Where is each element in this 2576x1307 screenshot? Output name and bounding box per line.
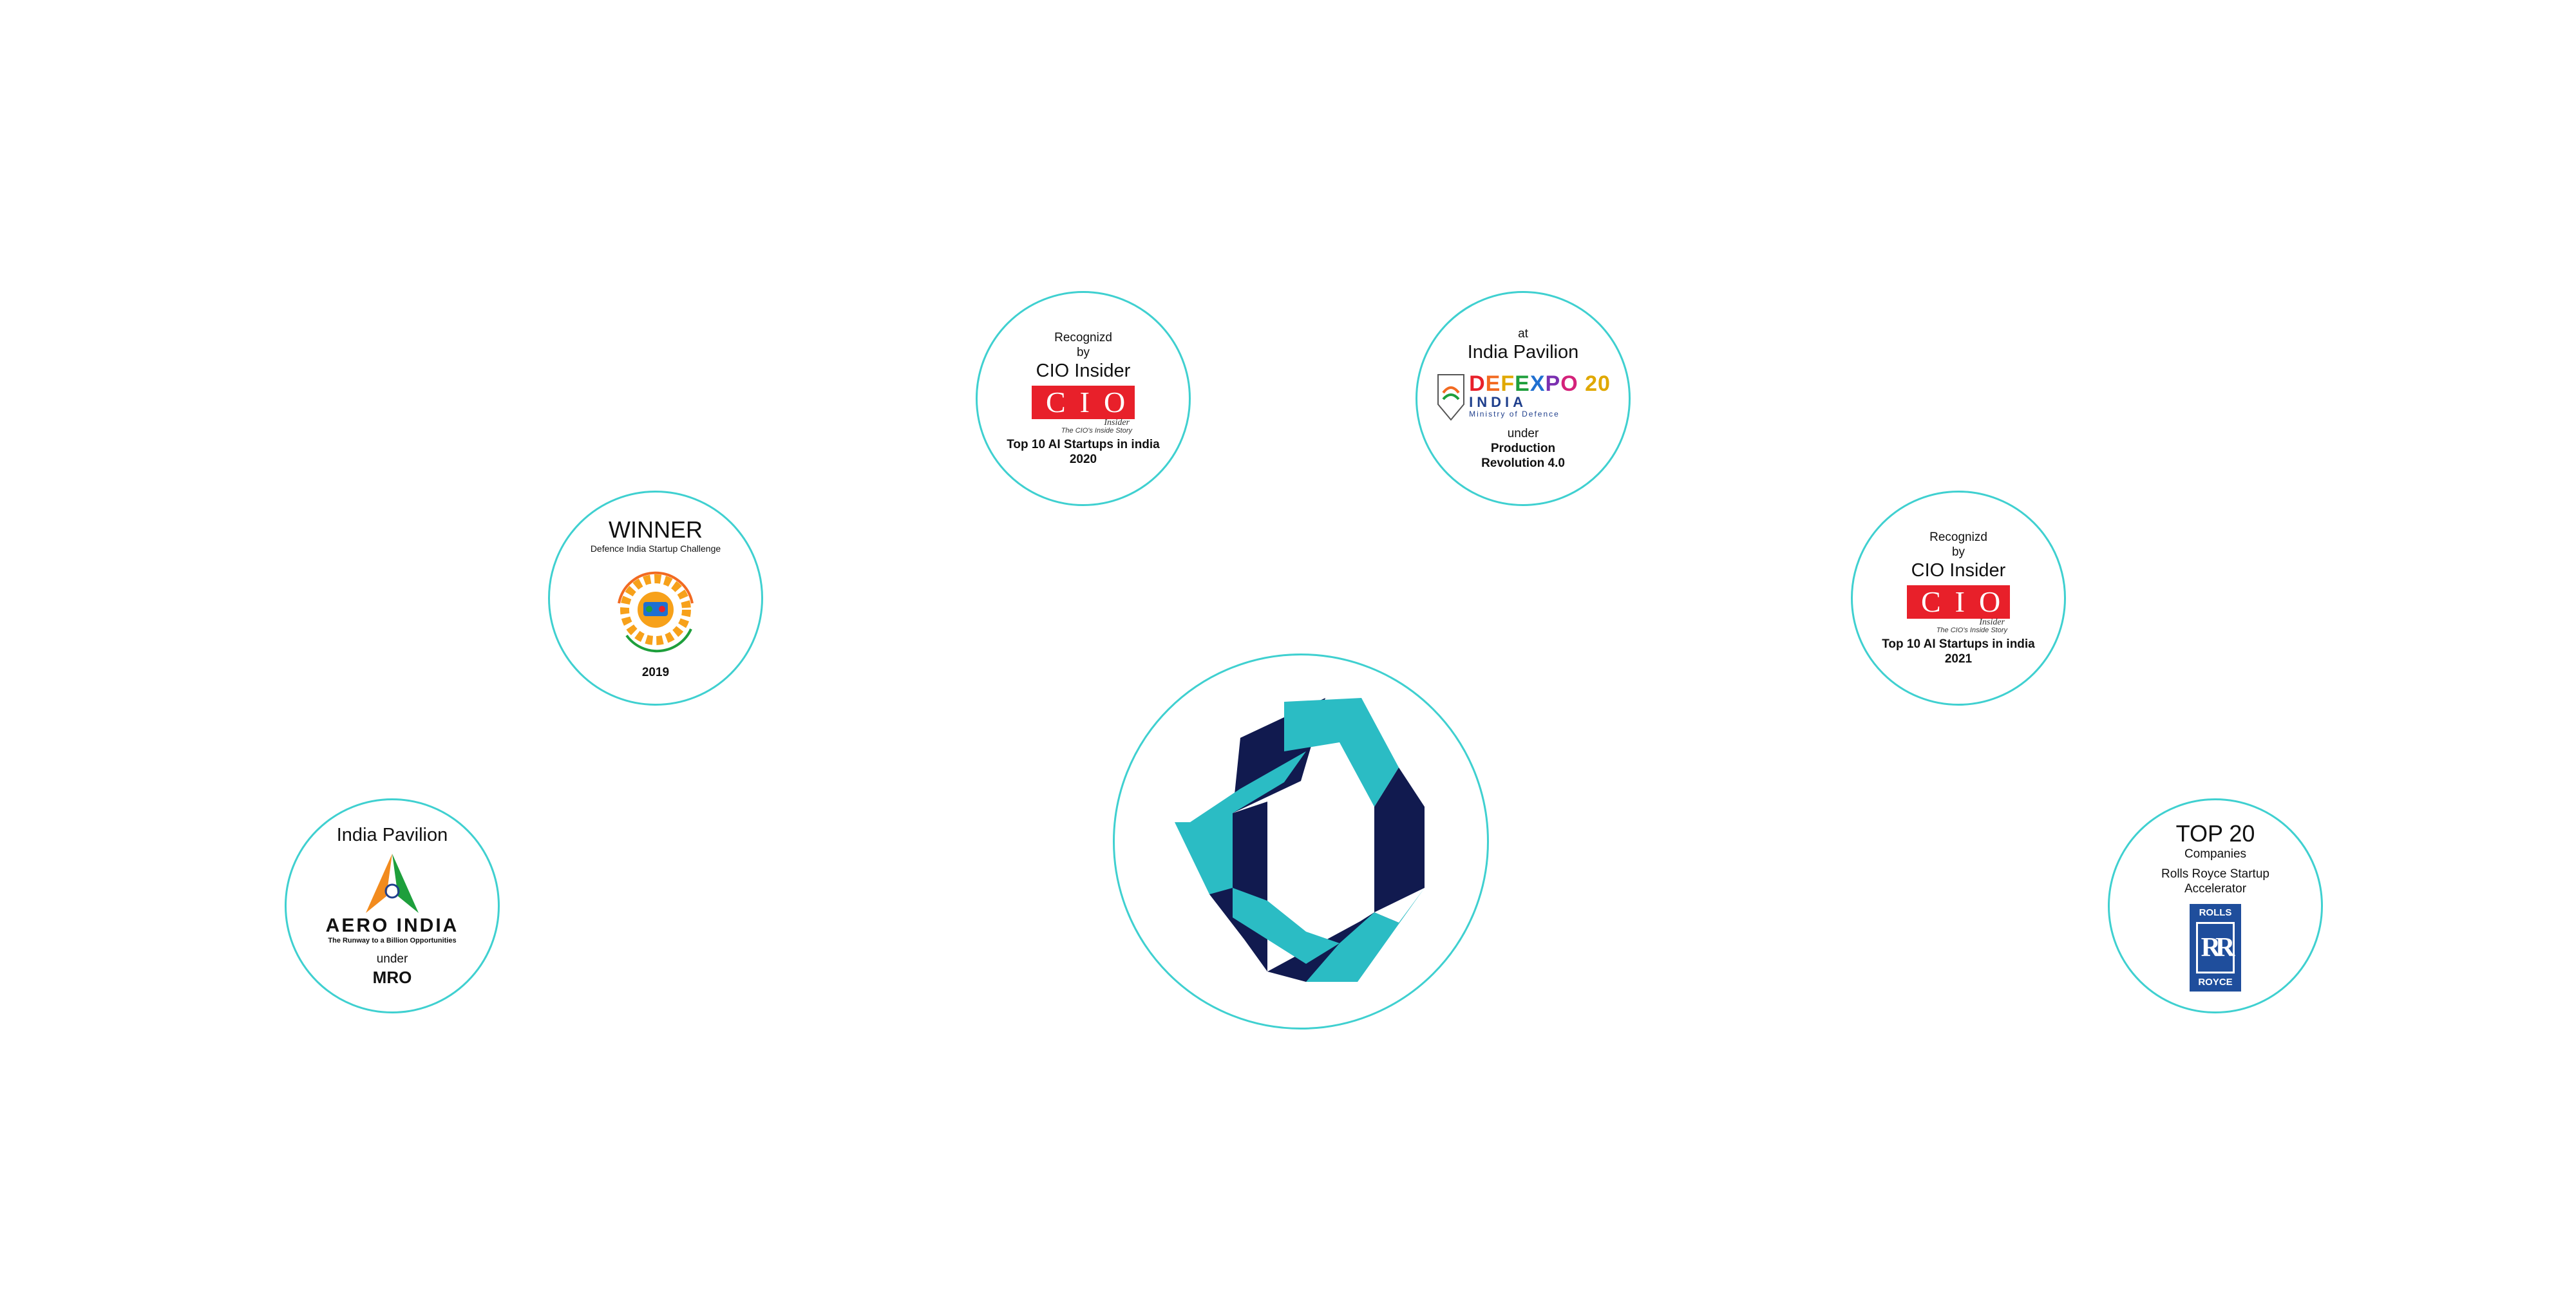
- badge-org: CIO Insider: [1911, 560, 2006, 581]
- badge-subtitle: Defence India Startup Challenge: [590, 543, 721, 554]
- badge-line: Recognizd: [1054, 331, 1112, 344]
- badge-year: 2019: [641, 665, 670, 679]
- badge-program: Rolls Royce Startup Accelerator: [2161, 867, 2269, 896]
- cio-insider-2020-badge: Recognizd by CIO Insider CIO Insider The…: [976, 291, 1191, 506]
- aero-india-badge: India Pavilion AERO INDIA The Runway to …: [285, 798, 500, 1013]
- rolls-royce-badge: TOP 20 Companies Rolls Royce Startup Acc…: [2108, 798, 2323, 1013]
- defexpo-country: INDIA: [1469, 394, 1527, 410]
- badge-subtitle: Companies: [2184, 847, 2247, 861]
- badge-line: by: [1951, 545, 1965, 559]
- badge-category: Production Revolution 4.0: [1481, 442, 1565, 470]
- cio-insider-2021-badge: Recognizd by CIO Insider CIO Insider The…: [1851, 491, 2066, 706]
- badge-year: 2020: [1069, 453, 1097, 466]
- company-logo-circle: [1113, 654, 1489, 1030]
- badge-line: under: [376, 952, 408, 966]
- defence-india-startup-challenge-logo-icon: [618, 571, 694, 652]
- badge-org: CIO Insider: [1036, 361, 1131, 381]
- badge-line: under: [1507, 427, 1539, 440]
- badge-award: Top 10 AI Startups in india: [1882, 637, 2035, 651]
- aero-india-tagline: The Runway to a Billion Opportunities: [328, 936, 457, 945]
- badge-heading: India Pavilion: [1467, 342, 1579, 362]
- badge-award: Top 10 AI Startups in india: [1007, 438, 1160, 451]
- badge-heading: India Pavilion: [336, 824, 448, 845]
- company-hexagon-logo-icon: [1175, 698, 1425, 982]
- cio-insider-logo: CIO Insider The CIO's Inside Story: [1907, 585, 2010, 634]
- defexpo-logo: DEFEXPO 20 INDIA Ministry of Defence: [1435, 368, 1611, 422]
- defexpo-badge: at India Pavilion DEFEXPO 20 INDIA Minis…: [1416, 291, 1631, 506]
- defexpo-emblem-icon: [1437, 374, 1465, 421]
- badge-year: 2021: [1944, 652, 1973, 666]
- aero-india-wordmark: AERO INDIA: [325, 914, 459, 936]
- cio-insider-logo: CIO Insider The CIO's Inside Story: [1032, 386, 1135, 435]
- badge-title: WINNER: [609, 516, 703, 543]
- defexpo-ministry: Ministry of Defence: [1469, 409, 1560, 418]
- aero-india-logo-icon: [366, 853, 419, 913]
- badge-line: at: [1518, 327, 1528, 341]
- badge-line: by: [1076, 346, 1090, 359]
- badge-title: TOP 20: [2175, 820, 2255, 847]
- disc-badge: WINNER Defence India Startup Challenge 2…: [548, 491, 763, 706]
- badge-line: Recognizd: [1929, 531, 1987, 544]
- badge-category: MRO: [372, 967, 412, 987]
- rolls-royce-logo: ROLLS RR ROYCE: [2190, 903, 2241, 992]
